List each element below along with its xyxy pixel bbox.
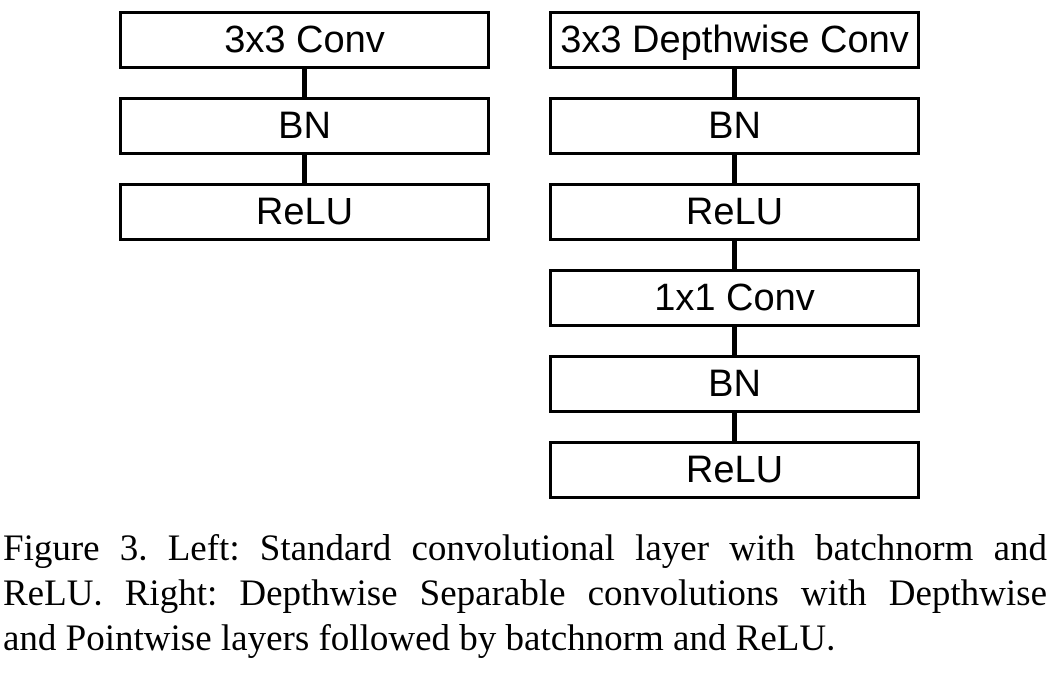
figure-caption-line: ReLU. Right: Depthwise Separable convolu…: [3, 573, 1047, 614]
node-relu-1: ReLU: [549, 183, 920, 241]
node-relu-2: ReLU: [549, 441, 920, 499]
node-bn-2: BN: [549, 355, 920, 413]
figure-caption-line: Figure 3. Left: Standard convolutional l…: [3, 528, 1047, 569]
connector-line: [302, 69, 307, 97]
connector-line: [732, 69, 737, 97]
node-relu: ReLU: [119, 183, 490, 241]
node-bn-1: BN: [549, 97, 920, 155]
figure-caption: Figure 3. Left: Standard convolutional l…: [3, 526, 1047, 661]
standard-conv-column: 3x3 Conv BN ReLU: [119, 11, 490, 241]
figure-caption-line: and Pointwise layers followed by batchno…: [3, 618, 836, 659]
connector-line: [732, 155, 737, 183]
connector-line: [732, 327, 737, 355]
connector-line: [732, 241, 737, 269]
depthwise-separable-column: 3x3 Depthwise Conv BN ReLU 1x1 Conv BN R…: [549, 11, 920, 499]
node-3x3-depthwise-conv: 3x3 Depthwise Conv: [549, 11, 920, 69]
node-3x3-conv: 3x3 Conv: [119, 11, 490, 69]
connector-line: [732, 413, 737, 441]
node-bn: BN: [119, 97, 490, 155]
connector-line: [302, 155, 307, 183]
node-1x1-conv: 1x1 Conv: [549, 269, 920, 327]
